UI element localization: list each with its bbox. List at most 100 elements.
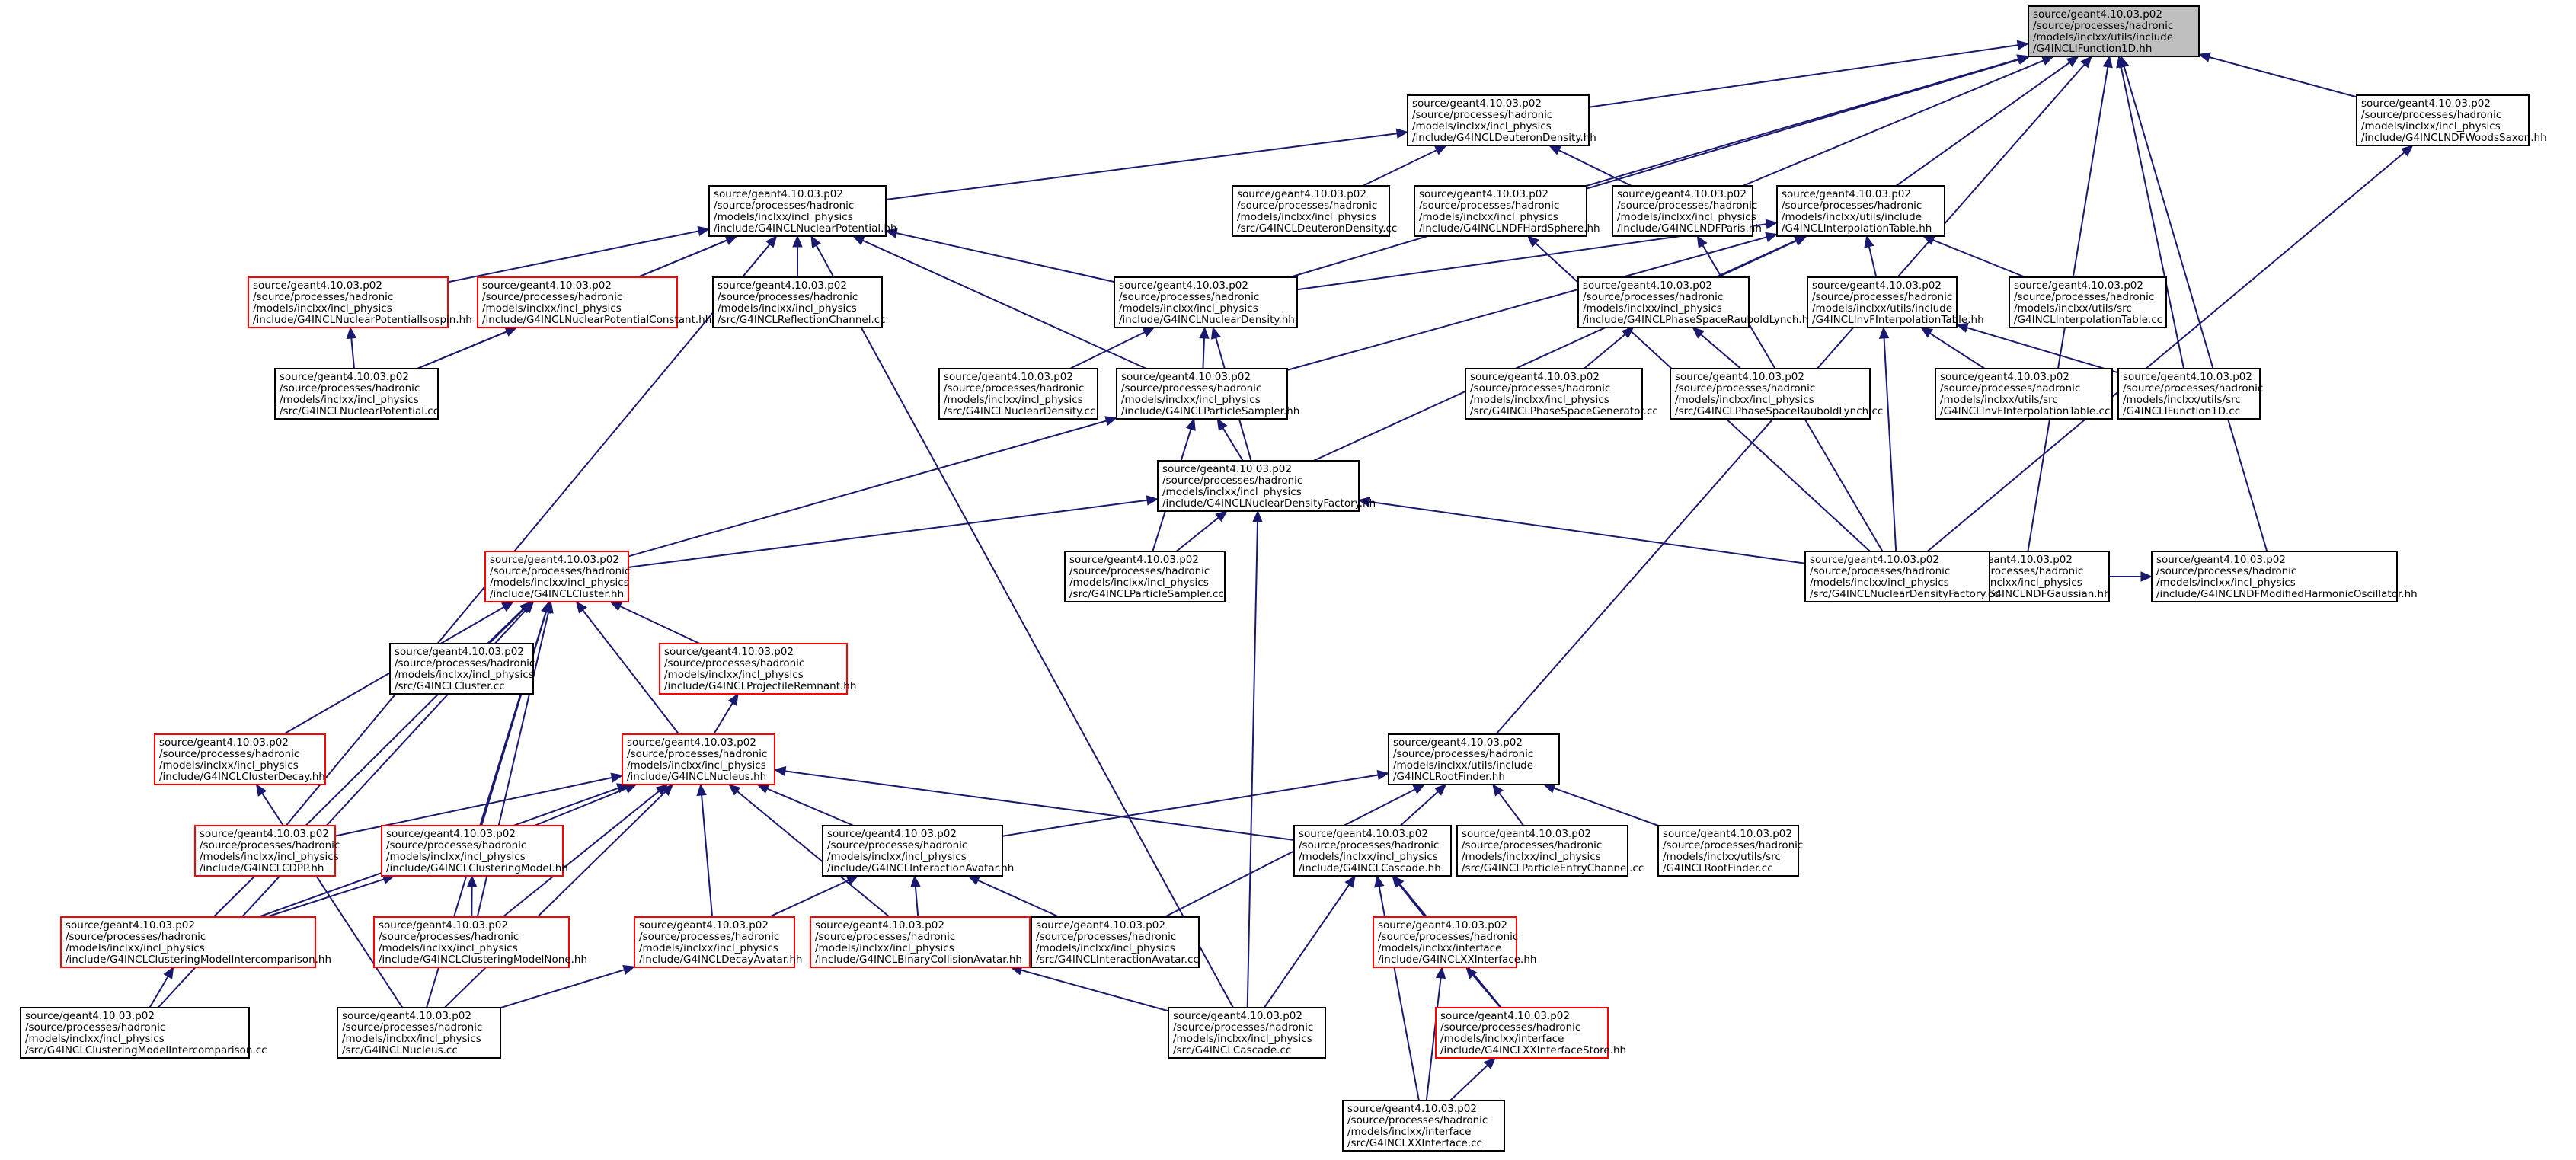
node-g4inclinterpolationtable-cc[interactable]: source/geant4.10.03.p02/source/processes… <box>2009 276 2167 328</box>
node-include-g4inclxxinterface-hh[interactable]: source/geant4.10.03.p02/source/processes… <box>1373 916 1536 968</box>
edge-line <box>1021 969 1169 1012</box>
node-include-g4inclnuclearpotential-hh[interactable]: source/geant4.10.03.p02/source/processes… <box>708 185 897 237</box>
node-label-line: /source/processes/hadronic <box>1069 565 1210 577</box>
node-include-g4inclxxinterfacestore-hh[interactable]: source/geant4.10.03.p02/source/processes… <box>1435 1007 1626 1059</box>
node-label-line: /include/G4INCLDeuteronDensity.hh <box>1412 132 1596 144</box>
node-include-g4inclcascade-hh[interactable]: source/geant4.10.03.p02/source/processes… <box>1293 825 1452 877</box>
edge-line <box>1553 787 1659 826</box>
node-label-line: /include/G4INCLClusteringModelIntercompa… <box>66 954 331 966</box>
node-label-line: /source/processes/hadronic <box>395 657 535 669</box>
node-src-g4inclnuclearpotential-cc[interactable]: source/geant4.10.03.p02/source/processes… <box>274 368 439 420</box>
node-include-g4inclndfmodifiedharmonicoscillator-hh[interactable]: source/geant4.10.03.p02/source/processes… <box>2151 551 2418 602</box>
node-include-g4inclnuclearpotentialconstant-hh[interactable]: source/geant4.10.03.p02/source/processes… <box>477 276 711 328</box>
edge-arrowhead <box>792 235 803 248</box>
node-src-g4incldeuterondensity-cc[interactable]: source/geant4.10.03.p02/source/processes… <box>1232 185 1397 237</box>
node-src-g4inclphasespacerauboldlynch-cc[interactable]: source/geant4.10.03.p02/source/processes… <box>1670 368 1883 420</box>
edge-line <box>1202 337 1205 369</box>
node-label-line: /src/G4INCLReflectionChannel.cc <box>718 314 886 326</box>
node-label-line: /models/inclxx/incl_physics <box>1162 486 1302 498</box>
node-label-line: /models/inclxx/incl_physics <box>1069 577 1209 589</box>
node-label-line: /include/G4INCLParticleSampler.hh <box>1121 405 1299 417</box>
node-box <box>1031 916 1200 968</box>
node-box <box>1414 185 1587 237</box>
node-include-g4inclphasespacerauboldlynch-hh[interactable]: source/geant4.10.03.p02/source/processes… <box>1577 276 1815 328</box>
node-box <box>1935 368 2113 420</box>
node-g4inclifunction1d-hh[interactable]: source/geant4.10.03.p02/source/processes… <box>2028 5 2200 57</box>
edge-arrowhead <box>609 601 623 612</box>
edge-n3-n33 <box>285 235 778 826</box>
node-label-line: /models/inclxx/utils/include <box>2033 31 2173 43</box>
node-include-g4inclbinarycollisionavatar-hh[interactable]: source/geant4.10.03.p02/source/processes… <box>810 916 1031 968</box>
node-g4inclifunction1d-cc[interactable]: source/geant4.10.03.p02/source/processes… <box>2117 368 2263 420</box>
node-label-line: /models/inclxx/utils/include <box>1812 302 1952 315</box>
node-src-g4inclnucleus-cc[interactable]: source/geant4.10.03.p02/source/processes… <box>337 1007 501 1059</box>
node-box <box>337 1007 501 1059</box>
node-box <box>60 916 316 968</box>
node-include-g4inclclusteringmodelnone-hh[interactable]: source/geant4.10.03.p02/source/processes… <box>373 916 587 968</box>
node-g4inclrootfinder-cc[interactable]: source/geant4.10.03.p02/source/processes… <box>1657 825 1803 877</box>
node-label-line: /models/inclxx/incl_physics <box>627 759 766 772</box>
node-include-g4inclndfparis-hh[interactable]: source/geant4.10.03.p02/source/processes… <box>1612 185 1762 237</box>
node-g4inclrootfinder-hh[interactable]: source/geant4.10.03.p02/source/processes… <box>1388 733 1560 785</box>
node-g4inclinterpolationtable-hh[interactable]: source/geant4.10.03.p02/source/processes… <box>1776 185 1945 237</box>
edge-arrowhead <box>696 783 707 797</box>
node-include-g4inclcluster-hh[interactable]: source/geant4.10.03.p02/source/processes… <box>484 551 630 602</box>
edge-n34-n40 <box>466 874 478 918</box>
node-box <box>2009 276 2167 328</box>
node-box <box>484 551 629 602</box>
node-label-line: /G4INCLIFunction1D.cc <box>2123 405 2240 417</box>
node-include-g4inclprojectileremnant-hh[interactable]: source/geant4.10.03.p02/source/processes… <box>659 643 856 695</box>
node-include-g4inclndfwoodssaxon-hh[interactable]: source/geant4.10.03.p02/source/processes… <box>2356 94 2547 146</box>
node-src-g4inclphasespacegenerator-cc[interactable]: source/geant4.10.03.p02/source/processes… <box>1465 368 1658 420</box>
edge-n32-n38 <box>1542 783 1659 826</box>
node-include-g4incldecayavatar-hh[interactable]: source/geant4.10.03.p02/source/processes… <box>634 916 802 968</box>
node-label-line: source/geant4.10.03.p02 <box>664 646 794 658</box>
node-label-line: source/geant4.10.03.p02 <box>342 1010 471 1022</box>
node-include-g4inclclusterdecay-hh[interactable]: source/geant4.10.03.p02/source/processes… <box>154 733 326 785</box>
node-include-g4inclnucleardensity-hh[interactable]: source/geant4.10.03.p02/source/processes… <box>1114 276 1298 328</box>
node-label-line: /source/processes/hadronic <box>1940 382 2080 395</box>
node-include-g4inclclusteringmodelintercomparison-hh[interactable]: source/geant4.10.03.p02/source/processes… <box>60 916 331 968</box>
node-label-line: /models/inclxx/incl_physics <box>1617 211 1756 223</box>
node-include-g4inclnucleus-hh[interactable]: source/geant4.10.03.p02/source/processes… <box>622 733 775 785</box>
node-label-line: source/geant4.10.03.p02 <box>1617 188 1747 200</box>
node-src-g4inclcascade-cc[interactable]: source/geant4.10.03.p02/source/processes… <box>1168 1007 1326 1059</box>
node-label-line: /models/inclxx/incl_physics <box>342 1033 481 1045</box>
node-g4inclinvfinterpolationtable-hh[interactable]: source/geant4.10.03.p02/source/processes… <box>1807 276 1984 328</box>
edge-n35-n41 <box>769 875 859 918</box>
node-src-g4inclnucleardensity-cc[interactable]: source/geant4.10.03.p02/source/processes… <box>938 368 1098 420</box>
node-src-g4inclxxinterface-cc[interactable]: source/geant4.10.03.p02/source/processes… <box>1342 1100 1505 1152</box>
node-label-line: /source/processes/hadronic <box>639 931 779 943</box>
node-include-g4inclnucleardensityfactory-hh[interactable]: source/geant4.10.03.p02/source/processes… <box>1157 460 1376 512</box>
edge-line <box>1868 246 1878 278</box>
node-src-g4inclparticlesampler-cc[interactable]: source/geant4.10.03.p02/source/processes… <box>1064 551 1226 602</box>
node-src-g4inclcluster-cc[interactable]: source/geant4.10.03.p02/source/processes… <box>389 643 535 695</box>
node-include-g4inclparticlesampler-hh[interactable]: source/geant4.10.03.p02/source/processes… <box>1116 368 1299 420</box>
node-g4inclinvfinterpolationtable-cc[interactable]: source/geant4.10.03.p02/source/processes… <box>1935 368 2113 420</box>
node-box <box>1657 825 1799 877</box>
node-src-g4inclclusteringmodelintercomparison-cc[interactable]: source/geant4.10.03.p02/source/processes… <box>20 1007 267 1059</box>
node-src-g4inclnucleardensityfactory-cc[interactable]: source/geant4.10.03.p02/source/processes… <box>1804 551 1999 602</box>
node-src-g4inclparticleentrychannel-cc[interactable]: source/geant4.10.03.p02/source/processes… <box>1456 825 1644 877</box>
node-include-g4inclnuclearpotentialisospin-hh[interactable]: source/geant4.10.03.p02/source/processes… <box>248 276 472 328</box>
node-include-g4inclndfhardsphere-hh[interactable]: source/geant4.10.03.p02/source/processes… <box>1414 185 1600 237</box>
edge-line <box>582 609 680 735</box>
node-include-g4inclinteractionavatar-hh[interactable]: source/geant4.10.03.p02/source/processes… <box>822 825 1014 877</box>
node-include-g4inclclusteringmodel-hh[interactable]: source/geant4.10.03.p02/source/processes… <box>381 825 568 877</box>
node-label-line: /include/G4INCLClusterDecay.hh <box>159 771 325 783</box>
node-label-line: /G4INCLInvFInterpolationTable.hh <box>1812 314 1984 326</box>
node-box <box>622 733 775 785</box>
node-label-line: /models/inclxx/incl_physics <box>1119 302 1258 315</box>
edge-n8-n15 <box>346 326 357 369</box>
node-label-line: /source/processes/hadronic <box>1440 1021 1580 1034</box>
node-label-line: /source/processes/hadronic <box>1173 1021 1313 1034</box>
node-label-line: /models/inclxx/incl_physics <box>2156 577 2296 589</box>
node-src-g4inclinteractionavatar-cc[interactable]: source/geant4.10.03.p02/source/processes… <box>1031 916 1200 968</box>
node-src-g4inclreflectionchannel-cc[interactable]: source/geant4.10.03.p02/source/processes… <box>712 276 886 328</box>
node-label-line: /include/G4INCLProjectileRemnant.hh <box>664 680 856 692</box>
node-label-line: /source/processes/hadronic <box>1675 382 1815 395</box>
node-include-g4inclcdpp-hh[interactable]: source/geant4.10.03.p02/source/processes… <box>194 825 340 877</box>
node-box <box>1465 368 1643 420</box>
node-label-line: /src/G4INCLNuclearDensity.cc <box>944 405 1095 417</box>
node-include-g4incldeuterondensity-hh[interactable]: source/geant4.10.03.p02/source/processes… <box>1407 94 1596 146</box>
